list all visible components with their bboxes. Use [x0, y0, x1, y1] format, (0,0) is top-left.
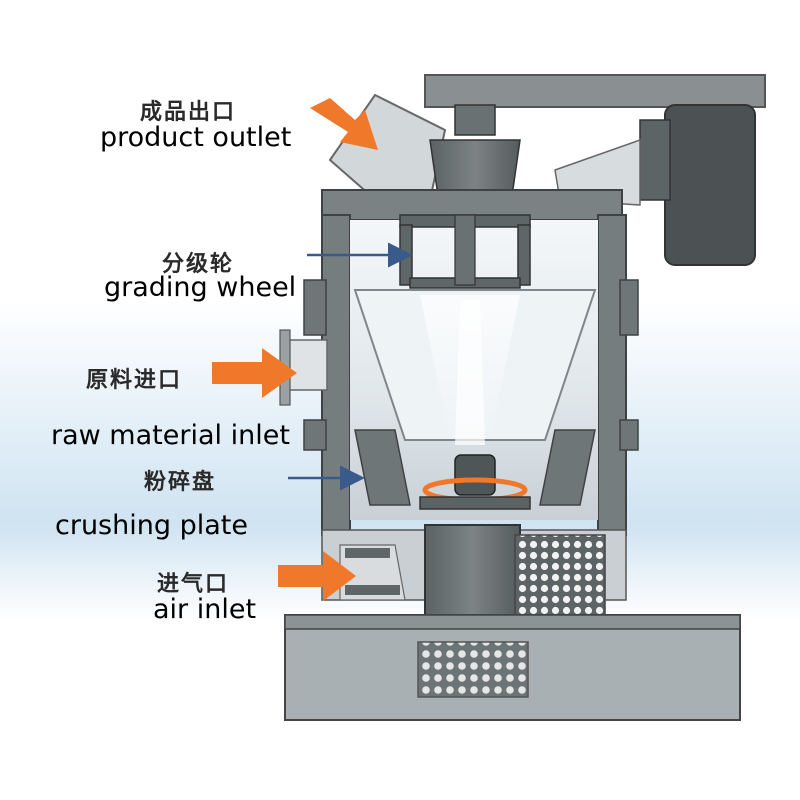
label-grading-wheel-cn: 分级轮	[162, 252, 235, 277]
label-air-inlet-cn: 进气口	[157, 572, 230, 597]
label-air-inlet-en: air inlet	[153, 594, 257, 625]
arrow-product-outlet	[310, 98, 378, 150]
label-crushing-plate-cn: 粉碎盘	[144, 470, 217, 495]
perforated-panel	[514, 534, 606, 616]
label-raw-material-inlet-cn: 原料进口	[86, 368, 183, 393]
body-wall-right	[597, 214, 627, 536]
label-raw-material-inlet-en: raw material inlet	[51, 420, 290, 451]
main-shaft-housing	[424, 524, 521, 621]
top-mount-plate	[424, 74, 766, 108]
outlet-duct	[328, 93, 447, 202]
label-product-outlet-en: product outlet	[100, 122, 292, 153]
label-product-outlet-cn: 成品出口	[140, 100, 237, 125]
label-grading-wheel-en: grading wheel	[104, 272, 297, 303]
base-vent	[417, 641, 529, 698]
raw-inlet-pipe	[284, 339, 328, 391]
crushing-plate	[419, 496, 531, 510]
label-crushing-plate-en: crushing plate	[55, 510, 248, 541]
arrow-raw-material-inlet	[212, 348, 297, 398]
arrow-air-inlet	[278, 551, 356, 601]
motor-housing	[664, 104, 756, 266]
